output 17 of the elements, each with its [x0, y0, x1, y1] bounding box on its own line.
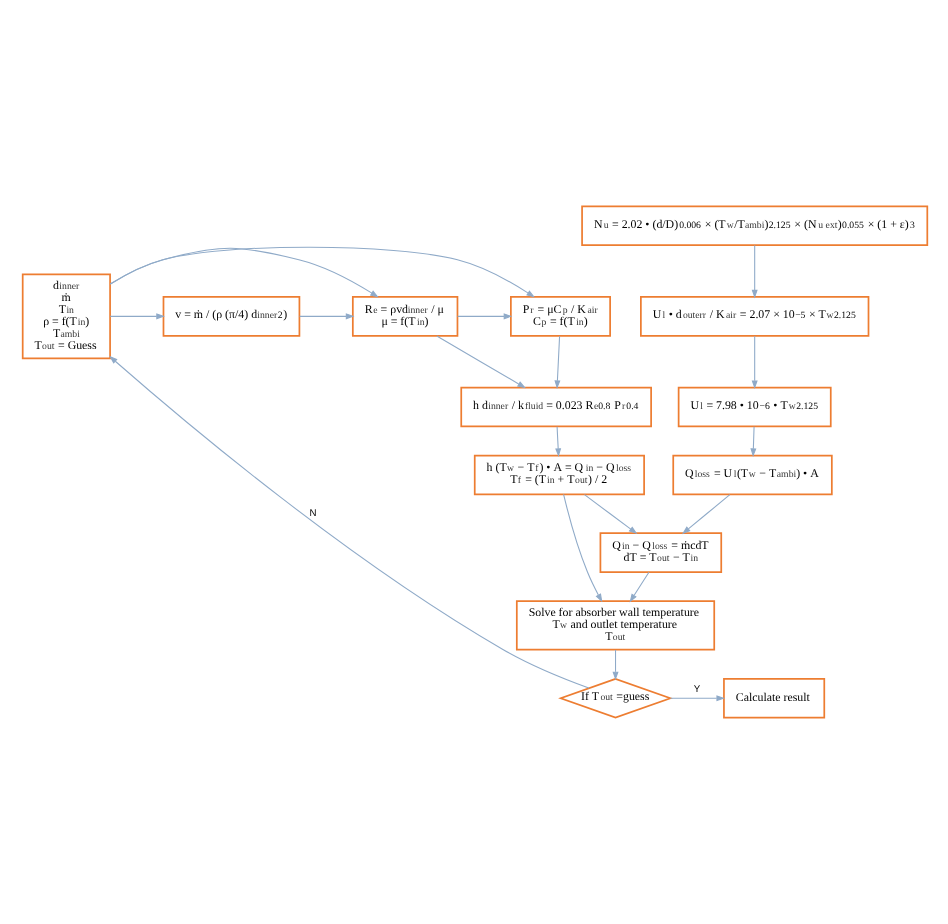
arrow [108, 246, 535, 298]
arrow [108, 313, 164, 320]
arrow [582, 494, 637, 535]
arrow [669, 695, 725, 702]
arrow [750, 245, 757, 299]
arrow [628, 571, 649, 603]
arrow [553, 335, 560, 390]
arrow [680, 494, 730, 535]
arrow [554, 426, 561, 457]
arrow [435, 335, 525, 389]
arrow [298, 313, 354, 320]
arrow [456, 313, 512, 320]
arrow [749, 426, 756, 457]
arrow [562, 493, 602, 603]
arrow [611, 649, 618, 681]
arrow [108, 355, 589, 689]
arrow [750, 335, 757, 390]
